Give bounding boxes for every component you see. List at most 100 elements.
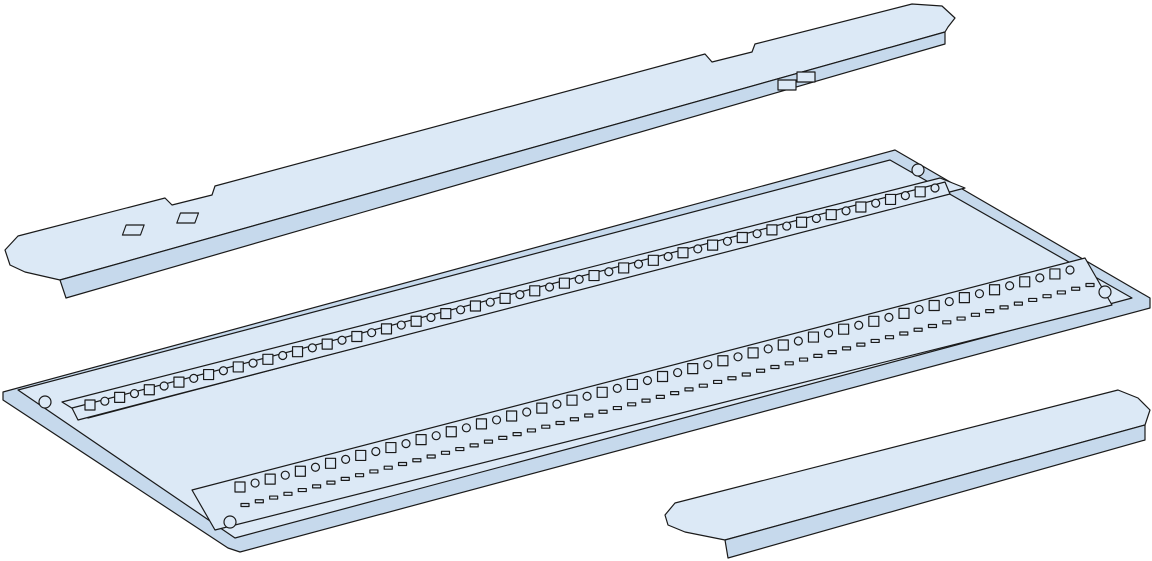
rail-hole (598, 409, 608, 414)
rail-hole (928, 299, 940, 312)
rail-hole (777, 339, 789, 351)
rail-hole (930, 183, 940, 193)
rail-hole (870, 338, 880, 344)
rail-hole (515, 289, 525, 300)
rail-hole (970, 312, 981, 317)
rail-hole (627, 402, 637, 407)
rail-hole (884, 312, 894, 322)
rail-hole (717, 355, 729, 367)
rail-holes (84, 183, 1095, 508)
standoff-bolt (223, 515, 237, 529)
rail-hole (307, 343, 317, 353)
rail-hole (354, 473, 365, 478)
rail-hole (189, 373, 199, 383)
rail-hole (871, 198, 881, 208)
rail-hole (159, 381, 169, 391)
rail-hole (942, 320, 952, 325)
rail-hole (369, 469, 379, 474)
rail-hole (297, 487, 307, 493)
rail-hole (426, 454, 436, 459)
rail-hole (280, 470, 290, 480)
rail-hole (655, 394, 665, 399)
rail-hole (248, 358, 258, 368)
rail-hole (782, 221, 792, 231)
rail-hole (401, 439, 411, 449)
rail-hole (736, 231, 748, 244)
rail-hole (747, 347, 759, 359)
bottom-bar-face (664, 389, 1151, 541)
rail-hole (663, 251, 673, 262)
rail-hole (868, 315, 880, 327)
rail-hole (396, 320, 406, 330)
rail-hole (703, 360, 713, 370)
plate-panel (17, 159, 1133, 539)
rail-hole (397, 461, 408, 467)
rail-hole (693, 244, 703, 254)
rail-hole (741, 372, 751, 377)
rail-hole (770, 364, 780, 370)
rail-hole (232, 361, 244, 373)
rail-hole (807, 331, 820, 343)
rail-hole (566, 394, 578, 406)
rail-hole (670, 391, 680, 396)
rail-hole (1065, 265, 1075, 275)
rail-hole (312, 484, 322, 489)
rail-hole (841, 346, 852, 351)
rail-hole (326, 480, 336, 485)
rail-hole (1085, 282, 1095, 288)
rail-hole (913, 327, 923, 332)
rail-hole (291, 346, 304, 358)
rail-hole (234, 481, 246, 493)
rail-hole (294, 465, 306, 477)
rail-hole (491, 415, 502, 425)
rail-hole (440, 308, 452, 320)
rail-hole (499, 292, 511, 305)
rail-hole (841, 206, 851, 216)
rail-hole (415, 434, 427, 446)
rail-hole (825, 209, 837, 221)
rail-hole (250, 478, 260, 488)
rail-hole (927, 323, 938, 329)
rail-hole (456, 305, 466, 315)
rail-hole (784, 361, 794, 366)
rail-hole (956, 316, 966, 321)
rail-hole (341, 454, 351, 464)
rail-hole (536, 402, 548, 414)
rail-hole (380, 323, 393, 335)
rail-hole (633, 259, 644, 269)
rail-hole (733, 352, 743, 362)
rail-hole (854, 320, 864, 330)
rail-hole (278, 350, 288, 361)
rail-hole (698, 383, 708, 388)
rail-hole (1035, 273, 1045, 283)
rail-hole (485, 297, 495, 307)
standoff-bolt (911, 163, 925, 177)
rail-hole (795, 216, 808, 228)
rail-hole (240, 502, 250, 508)
rail-hole (707, 239, 719, 251)
rail-hole (506, 410, 518, 422)
rail-hole (522, 407, 532, 417)
rail-hole (604, 267, 614, 277)
rail-hole (483, 439, 494, 444)
rail-hole (641, 398, 651, 403)
rail-hole (1005, 281, 1015, 291)
standoff-bolt (38, 395, 52, 409)
standoff-bolt (1098, 285, 1112, 299)
rail-hole (677, 247, 689, 259)
rail-hole (713, 379, 723, 385)
rail-hole (684, 387, 694, 392)
rail-hole (944, 296, 954, 307)
rail-hole (588, 269, 600, 282)
rail-hole (1019, 276, 1031, 288)
rail-hole (351, 330, 363, 343)
bottom-mounting-bar (664, 389, 1151, 559)
rail-hole (254, 499, 264, 504)
mounting-plate (2, 149, 1151, 553)
rail-hole (469, 443, 479, 448)
rail-hole (1013, 301, 1023, 306)
rail-hole (321, 338, 333, 350)
rail-hole (541, 424, 551, 429)
rail-hole (722, 236, 733, 246)
